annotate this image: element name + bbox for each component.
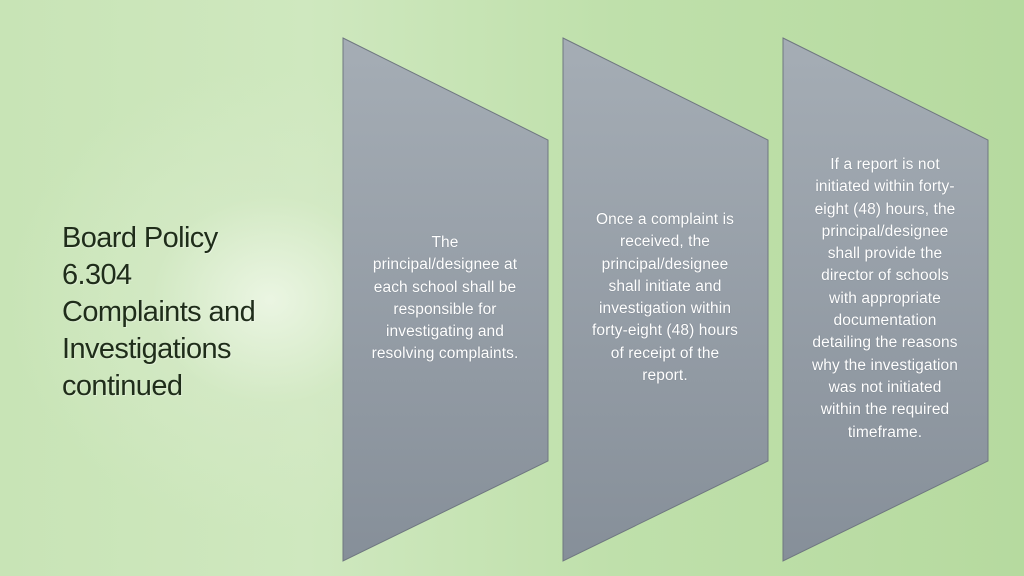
panel-3-line: director of schools bbox=[821, 267, 949, 285]
panel-3-line: timeframe. bbox=[847, 423, 923, 441]
panel-3-shape bbox=[782, 37, 989, 562]
panel-2-line: shall initiate and bbox=[608, 277, 722, 295]
panel-3-line: was not initiated bbox=[828, 378, 942, 396]
panel-1-line: principal/designee at bbox=[372, 256, 518, 274]
slide-title: Board Policy 6.304 Complaints and Invest… bbox=[62, 220, 322, 405]
panel-2-shape bbox=[562, 37, 769, 562]
panel-2-line: received, the bbox=[619, 233, 711, 251]
panel-3-text: If a report is not initiated within fort… bbox=[788, 154, 982, 444]
panel-3-line: If a report is not bbox=[830, 156, 940, 173]
panel-3-line: why the investigation bbox=[812, 356, 958, 374]
panel-2-line: Once a complaint is bbox=[595, 211, 735, 228]
panel-1-line: The bbox=[431, 234, 459, 251]
panel-3-line: documentation bbox=[833, 312, 937, 330]
title-line-5: continued bbox=[62, 370, 183, 402]
panel-2-line: forty-eight (48) hours bbox=[591, 322, 739, 340]
panel-3-line: detailing the reasons bbox=[812, 334, 958, 352]
panel-2-line: principal/designee bbox=[601, 255, 729, 273]
panel-1-line: resolving complaints. bbox=[371, 345, 519, 363]
panel-1-line: responsible for bbox=[393, 300, 497, 318]
panel-1-line: each school shall be bbox=[373, 278, 517, 296]
panel-2-text: Once a complaint is received, the princi… bbox=[567, 209, 763, 387]
panel-3-line: initiated within forty- bbox=[815, 178, 955, 196]
title-line-2: 6.304 bbox=[62, 259, 132, 291]
title-line-4: Investigations bbox=[62, 333, 232, 365]
panel-1-text: The principal/designee at each school sh… bbox=[350, 232, 540, 366]
panel-3-line: principal/designee bbox=[821, 222, 949, 240]
panel-2-line: of receipt of the bbox=[610, 344, 720, 362]
panel-1-line: investigating and bbox=[385, 323, 505, 341]
panel-3-line: eight (48) hours, the bbox=[814, 200, 956, 218]
panel-3-line: within the required bbox=[820, 401, 950, 419]
panel-2-line: investigation within bbox=[598, 300, 732, 318]
panel-1-shape bbox=[342, 37, 549, 562]
panel-3-line: shall provide the bbox=[827, 245, 943, 263]
title-line-1: Board Policy bbox=[62, 222, 218, 254]
panel-2-line: report. bbox=[642, 367, 688, 385]
panel-3-line: with appropriate bbox=[829, 289, 941, 307]
title-line-3: Complaints and bbox=[62, 296, 256, 328]
